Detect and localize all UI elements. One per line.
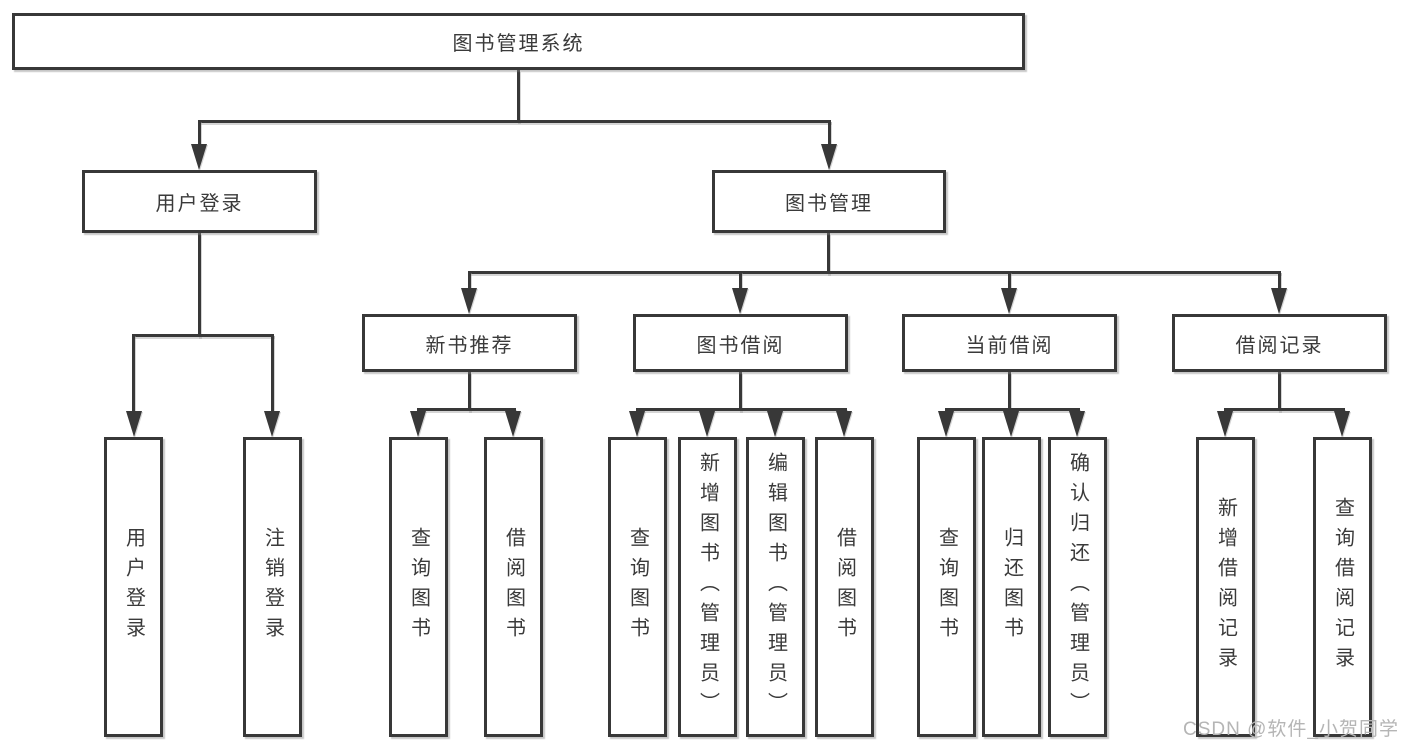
- node-borrow-record: 借阅记录: [1172, 314, 1387, 372]
- arrowhead-down-icon: [505, 411, 521, 437]
- leaf-add-book-admin: 新增图书（管理员）: [678, 437, 737, 737]
- connector-user-login-stem: [198, 233, 201, 337]
- connector-drop-book-management: [828, 120, 831, 148]
- arrowhead-down-icon: [1334, 411, 1350, 437]
- node-new-book-recommend: 新书推荐: [362, 314, 577, 372]
- connector-stem: [739, 372, 742, 411]
- leaf-query-book: 查询图书: [608, 437, 667, 737]
- connector-drop-level3: [739, 271, 742, 292]
- arrowhead-down-icon: [938, 411, 954, 437]
- connector-branch: [417, 408, 516, 411]
- leaf-query-borrow-record: 查询借阅记录: [1313, 437, 1372, 737]
- arrowhead-down-icon: [821, 144, 837, 170]
- node-book-management: 图书管理: [712, 170, 946, 233]
- connector-drop-level3: [1278, 271, 1281, 292]
- leaf-query-book: 查询图书: [917, 437, 976, 737]
- connector-root-stem: [517, 70, 520, 122]
- leaf-return-book: 归还图书: [982, 437, 1041, 737]
- leaf-borrow-book: 借阅图书: [484, 437, 543, 737]
- connector-stem: [468, 372, 471, 411]
- connector-drop-user-login: [198, 120, 201, 148]
- arrowhead-down-icon: [461, 288, 477, 314]
- arrowhead-down-icon: [191, 144, 207, 170]
- leaf-add-borrow-record: 新增借阅记录: [1196, 437, 1255, 737]
- leaf-borrow-book: 借阅图书: [815, 437, 874, 737]
- connector-drop-leaf: [271, 334, 274, 412]
- node-current-borrow: 当前借阅: [902, 314, 1117, 372]
- node-library-management-system: 图书管理系统: [12, 13, 1025, 70]
- arrowhead-down-icon: [410, 411, 426, 437]
- leaf-edit-book-admin: 编辑图书（管理员）: [746, 437, 805, 737]
- arrowhead-down-icon: [836, 411, 852, 437]
- connector-branch: [636, 408, 847, 411]
- arrowhead-down-icon: [699, 411, 715, 437]
- node-user-login: 用户登录: [82, 170, 317, 233]
- arrowhead-down-icon: [264, 411, 280, 437]
- connector-user-login-branch: [132, 334, 274, 337]
- connector-drop-leaf: [132, 334, 135, 412]
- connector-book-mgmt-branch: [468, 271, 1281, 274]
- arrowhead-down-icon: [1001, 288, 1017, 314]
- leaf-confirm-return-admin: 确认归还（管理员）: [1048, 437, 1107, 737]
- connector-drop-level3: [1008, 271, 1011, 292]
- leaf-logout: 注销登录: [243, 437, 302, 737]
- connector-root-branch: [198, 120, 831, 123]
- arrowhead-down-icon: [629, 411, 645, 437]
- leaf-user-login: 用户登录: [104, 437, 163, 737]
- arrowhead-down-icon: [732, 288, 748, 314]
- connector-stem: [1008, 372, 1011, 411]
- arrowhead-down-icon: [767, 411, 783, 437]
- connector-drop-level3: [468, 271, 471, 292]
- arrowhead-down-icon: [126, 411, 142, 437]
- arrowhead-down-icon: [1217, 411, 1233, 437]
- arrowhead-down-icon: [1069, 411, 1085, 437]
- arrowhead-down-icon: [1003, 411, 1019, 437]
- node-book-borrow: 图书借阅: [633, 314, 848, 372]
- connector-book-mgmt-stem: [827, 233, 830, 274]
- arrowhead-down-icon: [1271, 288, 1287, 314]
- csdn-watermark: CSDN @软件_小贺同学: [1183, 719, 1399, 740]
- leaf-query-book: 查询图书: [389, 437, 448, 737]
- connector-branch: [945, 408, 1080, 411]
- connector-branch: [1224, 408, 1345, 411]
- connector-stem: [1278, 372, 1281, 411]
